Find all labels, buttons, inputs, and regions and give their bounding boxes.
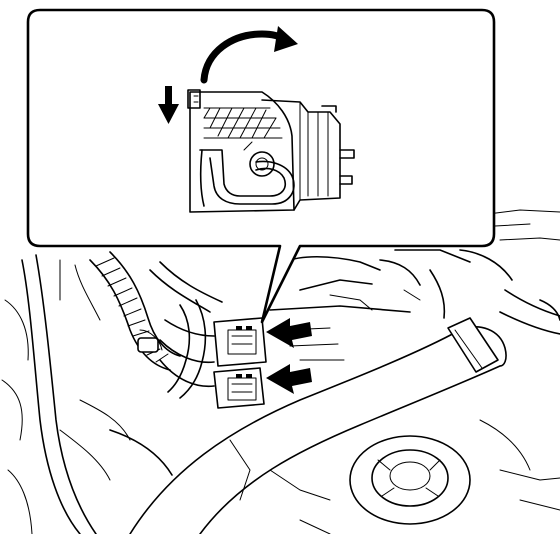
engine-bay-background <box>1 209 560 534</box>
connector-lower <box>213 367 265 409</box>
hose-clamp <box>447 317 499 373</box>
pulley <box>349 435 471 525</box>
harness-clamp <box>137 337 159 353</box>
inset-connector-detail <box>187 89 355 213</box>
inset-callout-frame <box>26 8 496 324</box>
large-hose <box>129 317 507 534</box>
upper-connector-arrow <box>266 318 312 348</box>
connector-upper <box>213 317 267 367</box>
corrugated-harness <box>89 251 181 371</box>
lower-connector-arrow <box>266 364 312 394</box>
push-down-arrow <box>158 86 179 124</box>
rotate-lever-arrow <box>200 26 298 84</box>
